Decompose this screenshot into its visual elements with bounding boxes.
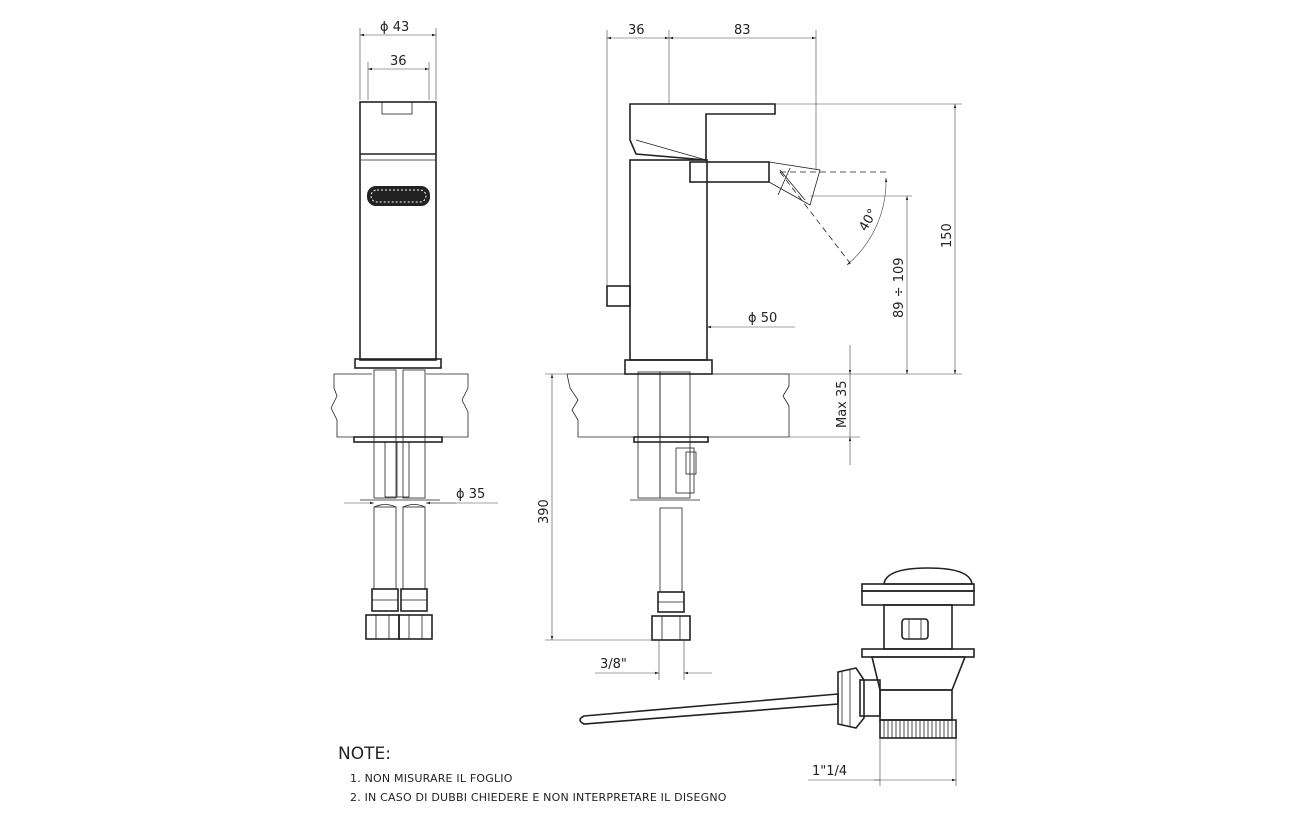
front-view: 40° 36 83 ϕ 50 150 89 ÷ 109 [537, 23, 962, 680]
dim-hose-length: 390 [537, 499, 552, 524]
dim-max-thickness: Max 35 [835, 380, 850, 428]
side-body [359, 101, 437, 361]
waste-cap [883, 567, 973, 585]
notes-title: NOTE: [338, 744, 391, 764]
front-washer [633, 436, 709, 443]
note-item-1: 1. NON MISURARE IL FOGLIO [350, 772, 513, 785]
dim-front-width-left: 36 [628, 23, 645, 38]
side-base-plate [354, 358, 442, 369]
front-spout [689, 161, 770, 183]
dim-base-diameter: ϕ 50 [748, 311, 777, 326]
side-aerator [367, 186, 430, 206]
dim-hose-thread: 3/8" [600, 657, 627, 672]
waste-nut [837, 667, 865, 729]
side-hose-right [402, 369, 426, 499]
dim-front-width-right: 83 [734, 23, 751, 38]
waste-assembly: 1"1/4 [579, 567, 975, 786]
dim-waste-thread: 1"1/4 [812, 764, 847, 779]
side-washer [353, 436, 443, 443]
front-popup-rod [606, 285, 631, 307]
dim-side-hose-diameter: ϕ 35 [456, 487, 485, 502]
note-item-2: 2. IN CASO DI DUBBI CHIEDERE E NON INTER… [350, 791, 727, 804]
dim-side-width-top: 36 [390, 54, 407, 69]
waste-body [883, 604, 953, 650]
waste-thread [879, 719, 957, 739]
waste-rod [579, 693, 839, 725]
front-body [629, 159, 708, 361]
front-fitting [651, 615, 691, 641]
notes-block: NOTE: 1. NON MISURARE IL FOGLIO 2. IN CA… [338, 744, 727, 804]
dim-spout-angle: 40° [856, 207, 881, 234]
dim-spout-height: 89 ÷ 109 [892, 257, 907, 318]
dim-total-height: 150 [940, 223, 955, 248]
front-lever [629, 103, 776, 161]
side-view: ϕ 43 36 ϕ 35 [330, 20, 498, 640]
dim-side-diameter-top: ϕ 43 [380, 20, 409, 35]
side-hose-left [373, 369, 397, 499]
